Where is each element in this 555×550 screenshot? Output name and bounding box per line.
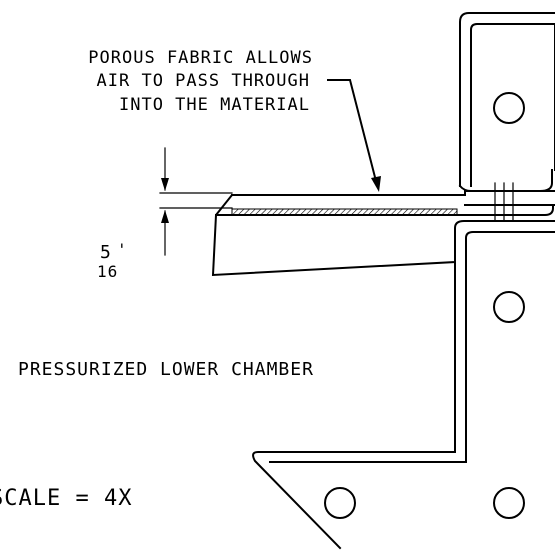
- dimension-numerator: 5: [100, 242, 112, 263]
- bottom-flange: [252, 451, 525, 550]
- thickness-dimension: [159, 147, 233, 256]
- annotation-line-1: POROUS FABRIC ALLOWS: [88, 48, 313, 68]
- annotation-leader: [327, 79, 381, 192]
- annotation-line-3: INTO THE MATERIAL: [119, 95, 310, 115]
- middle-bolt-hole: [493, 291, 525, 323]
- porous-material: [211, 182, 555, 277]
- annotation-text: POROUS FABRIC ALLOWS AIR TO PASS THROUGH…: [88, 48, 313, 115]
- dimension-denominator: 16: [97, 262, 118, 281]
- lower-right-bolt-hole: [493, 487, 525, 519]
- lower-left-bolt-hole: [324, 487, 356, 519]
- chamber-label: PRESSURIZED LOWER CHAMBER: [18, 359, 314, 380]
- lower-body: [454, 220, 555, 463]
- scale-label: SCALE = 4X: [0, 486, 132, 511]
- upper-clamp: [458, 12, 555, 192]
- upper-bolt-hole: [493, 92, 525, 124]
- annotation-line-2: AIR TO PASS THROUGH: [97, 71, 310, 91]
- dimension-inch-mark: ': [117, 240, 128, 259]
- dimension-label: 5 ' 16: [97, 240, 128, 281]
